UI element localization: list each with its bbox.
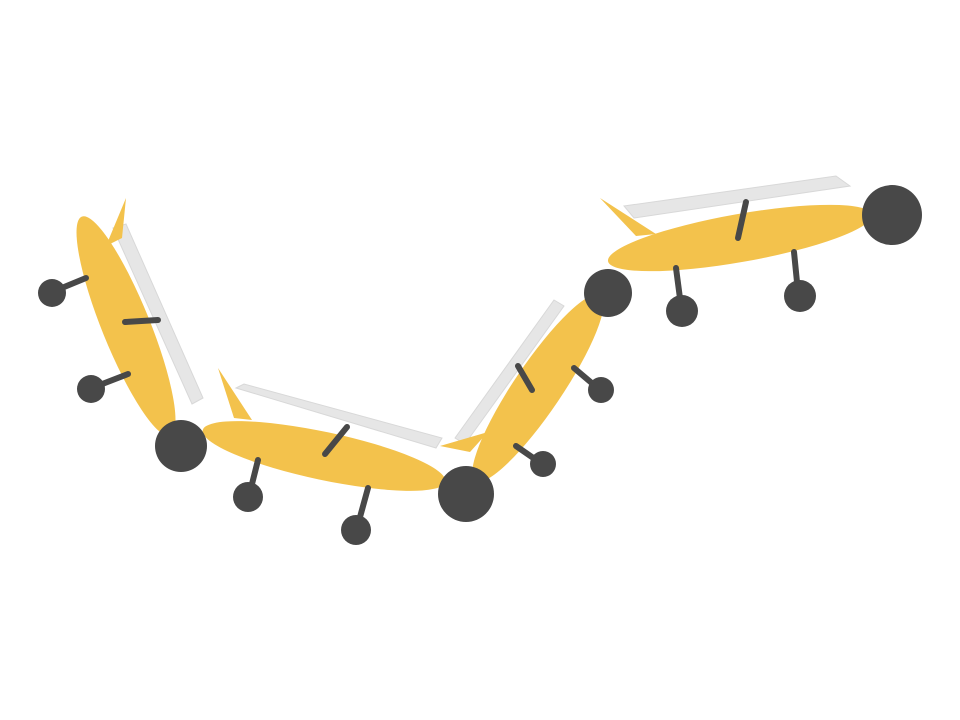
- segment-2-fin: [218, 368, 252, 420]
- segment-3-leg-2: [571, 365, 614, 403]
- joint-4: [862, 185, 922, 245]
- creature-segment-4: [600, 175, 873, 327]
- segment-4-mark: [735, 199, 749, 241]
- creature-segment-1: [38, 198, 204, 436]
- joint-3: [584, 269, 632, 317]
- segment-4-fin: [600, 198, 656, 236]
- creature-segment-2: [202, 368, 446, 545]
- segment-3-fin: [440, 432, 488, 452]
- segment-1-leg-1: [38, 275, 89, 307]
- segment-3-mark: [515, 363, 535, 393]
- segment-3-body: [472, 294, 604, 482]
- segment-4-leg-1: [666, 265, 698, 327]
- segment-4-wing: [623, 175, 852, 219]
- joint-1: [155, 420, 207, 472]
- creature-segment-3: [440, 294, 614, 482]
- segment-2-leg-1: [233, 457, 263, 512]
- segment-2-leg-2: [341, 485, 371, 545]
- segment-1-body: [76, 216, 176, 436]
- segment-4-leg-2: [784, 249, 816, 312]
- segment-3-leg-1: [513, 443, 556, 477]
- segment-2-wing: [234, 383, 443, 449]
- segment-1-leg-2: [77, 371, 131, 403]
- joint-2: [438, 466, 494, 522]
- segment-2-mark: [322, 424, 350, 457]
- segment-1-mark: [122, 317, 161, 325]
- segment-1-fin: [106, 198, 126, 246]
